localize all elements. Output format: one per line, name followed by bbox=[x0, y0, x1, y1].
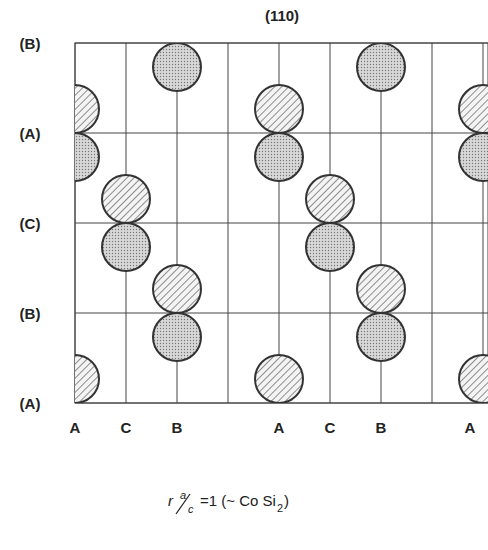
atom-circle bbox=[255, 133, 303, 181]
atom-circle bbox=[459, 85, 488, 133]
atom-circle bbox=[459, 133, 488, 181]
caption-part: ) bbox=[284, 493, 289, 508]
column-label: B bbox=[376, 420, 387, 435]
caption-part: c bbox=[188, 504, 194, 515]
atom-circle bbox=[153, 43, 201, 91]
atom-circle bbox=[306, 175, 354, 223]
column-label: C bbox=[325, 420, 336, 435]
layer-label: (C) bbox=[20, 216, 41, 231]
frame bbox=[75, 43, 488, 403]
column-label: B bbox=[172, 420, 183, 435]
caption-part: a bbox=[180, 490, 186, 501]
atom-circle bbox=[357, 265, 405, 313]
layer-label: (B) bbox=[20, 36, 41, 51]
atom-circle bbox=[75, 355, 99, 403]
plane-title: (110) bbox=[265, 8, 299, 23]
atom-circle bbox=[153, 313, 201, 361]
layer-label: (A) bbox=[20, 396, 41, 411]
atom-circle bbox=[306, 223, 354, 271]
caption-part: 2 bbox=[277, 503, 283, 514]
caption-part: =1 (~ Co Si bbox=[200, 493, 276, 508]
grid-line bbox=[75, 313, 488, 314]
atom-circle bbox=[102, 223, 150, 271]
column-label: C bbox=[121, 420, 132, 435]
column-label: A bbox=[274, 420, 285, 435]
column-label: A bbox=[70, 420, 81, 435]
atom-circle bbox=[75, 133, 99, 181]
atom-circle bbox=[153, 265, 201, 313]
grid-line bbox=[75, 223, 488, 224]
atom-circle bbox=[357, 313, 405, 361]
layer-label: (B) bbox=[20, 306, 41, 321]
caption-part: r bbox=[168, 493, 173, 508]
atom-circle bbox=[357, 43, 405, 91]
atom-circle bbox=[75, 85, 99, 133]
column-label: A bbox=[465, 420, 476, 435]
atom-circle bbox=[459, 355, 488, 403]
grid-line bbox=[75, 43, 488, 44]
atom-circle bbox=[255, 85, 303, 133]
layer-label: (A) bbox=[20, 126, 41, 141]
atom-circle bbox=[102, 175, 150, 223]
atom-circle bbox=[255, 355, 303, 403]
